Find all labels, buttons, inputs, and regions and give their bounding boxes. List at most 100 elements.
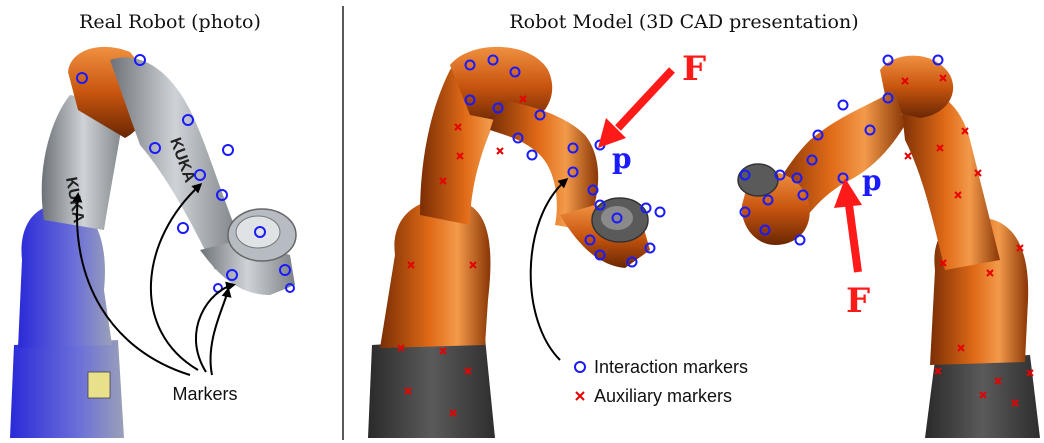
auxiliary-marker: [934, 367, 942, 375]
interaction-marker: [594, 199, 606, 211]
interaction-marker: [794, 234, 806, 246]
interaction-marker: [626, 256, 638, 268]
interaction-marker: [806, 154, 818, 166]
auxiliary-marker: [407, 261, 415, 269]
real-robot-interaction-markers: [76, 54, 295, 293]
warning-label: [87, 371, 111, 399]
auxiliary-marker: [986, 269, 994, 277]
legend-auxiliary-symbol: [575, 391, 585, 401]
interaction-marker: [797, 189, 809, 201]
cad-forearm: [490, 100, 599, 230]
auxiliary-marker: [1026, 369, 1034, 377]
interaction-marker: [254, 226, 266, 238]
auxiliary-marker: [901, 77, 909, 85]
callout-arrow: [150, 182, 203, 371]
auxiliary-marker: [994, 377, 1002, 385]
interaction-marker: [739, 169, 751, 181]
interaction-marker: [882, 54, 894, 66]
auxiliary-marker: [954, 191, 962, 199]
force-arrow-head-right: [834, 178, 862, 208]
legend-auxiliary-label: Auxiliary markers: [594, 386, 732, 406]
interaction-marker: [526, 149, 538, 161]
auxiliary-marker: [439, 177, 447, 185]
interaction-marker: [654, 206, 666, 218]
cad-right-vertical-link: [900, 90, 1000, 270]
auxiliary-marker: [439, 347, 447, 355]
force-arrow-shaft-right: [845, 204, 862, 273]
interaction-marker: [76, 72, 88, 84]
interaction-marker: [464, 59, 476, 71]
interaction-marker: [567, 142, 579, 154]
auxiliary-marker: [404, 387, 412, 395]
interaction-marker: [567, 166, 579, 178]
interaction-marker: [194, 169, 206, 181]
auxiliary-marker: [939, 74, 947, 82]
cad-lower-link: [380, 199, 491, 348]
interaction-marker: [182, 114, 194, 126]
real-robot-flange-face: [235, 215, 281, 249]
auxiliary-marker: [939, 259, 947, 267]
cad-right-interaction-markers: [739, 54, 944, 246]
interaction-marker: [134, 54, 146, 66]
interaction-marker: [762, 194, 774, 206]
auxiliary-marker: [496, 147, 504, 155]
legend-interaction-symbol: [574, 361, 586, 373]
cad-flange-face: [601, 206, 633, 230]
cad-right-auxiliary-markers: [901, 74, 1034, 407]
interaction-marker: [739, 206, 751, 218]
interaction-marker: [177, 222, 189, 234]
force-arrow-shaft: [615, 67, 675, 131]
interaction-marker: [932, 54, 944, 66]
right-panel-title: Robot Model (3D CAD presentation): [509, 11, 858, 33]
legend-callout-arrow: [529, 178, 569, 361]
auxiliary-marker: [449, 409, 457, 417]
interaction-marker: [644, 242, 656, 254]
interaction-marker: [222, 144, 234, 156]
legend: Interaction markers Auxiliary markers: [574, 357, 748, 406]
force-label-right: F: [846, 281, 870, 321]
force-arrow-head: [598, 118, 626, 148]
real-robot-photo: KUKA KUKA Markers: [10, 46, 297, 438]
cad-robot-right: F p: [737, 54, 1040, 438]
interaction-marker: [492, 102, 504, 114]
interaction-marker: [464, 94, 476, 106]
point-label: p: [612, 142, 632, 175]
force-label: F: [682, 49, 706, 89]
left-panel-title: Real Robot (photo): [79, 11, 261, 33]
interaction-marker: [226, 269, 238, 281]
interaction-marker: [216, 189, 228, 201]
real-robot-forearm: [110, 57, 240, 270]
interaction-marker: [587, 184, 599, 196]
legend-interaction-label: Interaction markers: [594, 357, 748, 377]
callout-arrow: [209, 287, 232, 376]
auxiliary-marker: [974, 169, 982, 177]
point-label-right: p: [862, 164, 882, 197]
cad-robot-center: F p Interaction markers Auxiliary marker…: [368, 46, 748, 438]
interaction-marker: [285, 283, 295, 293]
auxiliary-marker: [1011, 399, 1019, 407]
real-robot-lower-link: [18, 204, 112, 348]
interaction-marker: [640, 202, 652, 214]
markers-callout-arrows: [72, 182, 236, 376]
interaction-marker: [611, 212, 623, 224]
interaction-marker: [512, 132, 524, 144]
callout-arrow: [72, 192, 191, 376]
interaction-marker: [774, 169, 786, 181]
interaction-marker: [837, 99, 849, 111]
auxiliary-marker: [464, 367, 472, 375]
interaction-marker: [837, 172, 849, 184]
interaction-marker: [759, 224, 771, 236]
auxiliary-marker: [957, 344, 965, 352]
interaction-marker: [487, 54, 499, 66]
markers-label: Markers: [172, 384, 237, 404]
cad-center-auxiliary-markers: [397, 95, 527, 417]
interaction-marker: [149, 142, 161, 154]
real-robot-base: [10, 340, 124, 438]
interaction-marker: [584, 234, 596, 246]
auxiliary-marker: [936, 144, 944, 152]
auxiliary-marker: [979, 391, 987, 399]
interaction-marker: [812, 129, 824, 141]
auxiliary-marker: [397, 344, 405, 352]
interaction-marker: [279, 264, 291, 276]
interaction-marker: [791, 172, 803, 184]
